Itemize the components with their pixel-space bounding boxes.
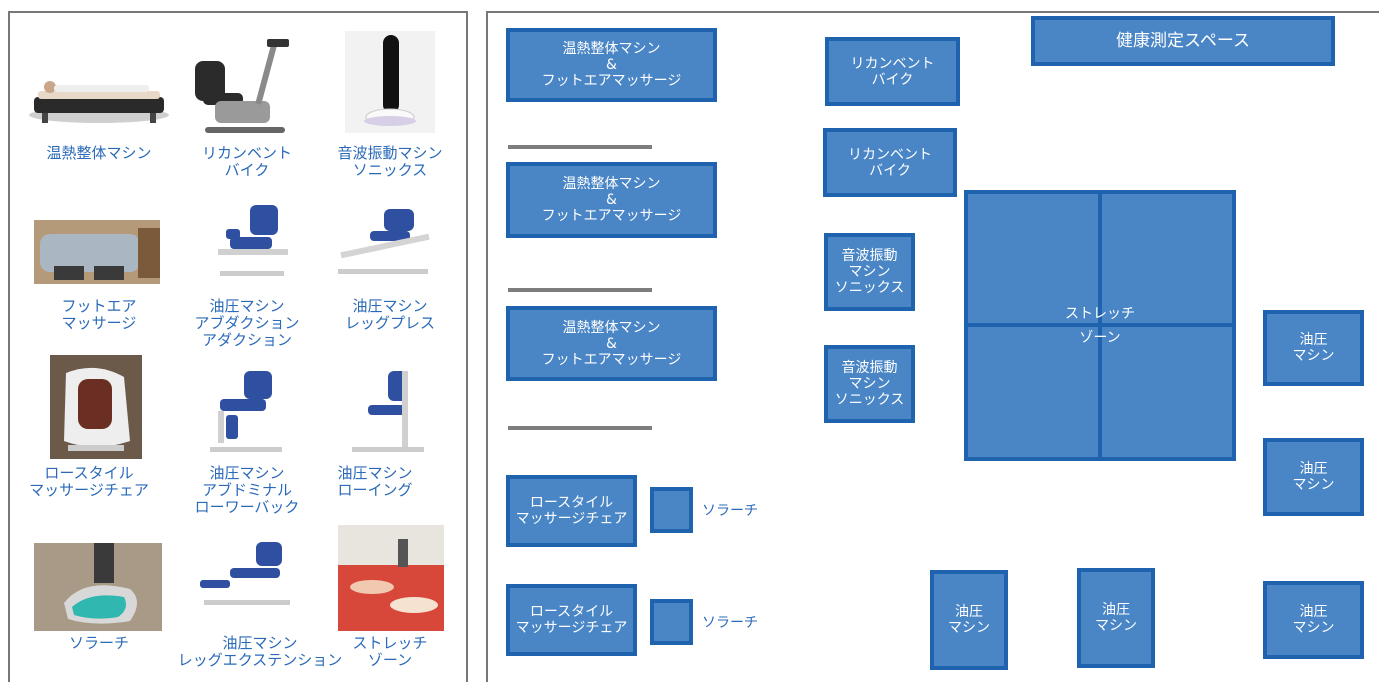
stretch-zone-label: ストレッチ ゾーン (1065, 306, 1135, 346)
solarch-box-1 (650, 487, 693, 533)
onnetsu-foot-massage-3: 温熱整体マシン & フットエアマッサージ (506, 306, 717, 381)
massage-chair-2: ロースタイル マッサージチェア (506, 584, 637, 656)
recumbent-bike-label: リカンベント バイク (201, 144, 292, 179)
sonic-vibration-machine-label: 音波振動マシン ソニックス (337, 144, 443, 179)
health-measurement-space: 健康測定スペース (1031, 16, 1335, 66)
floor-plan-panel (486, 11, 1379, 682)
leg-extension-machine-label: 油圧マシン レッグエクステンション (177, 634, 343, 669)
sonic-machine-1: 音波振動 マシン ソニックス (824, 233, 915, 311)
hydraulic-machine-2: 油圧 マシン (1263, 438, 1364, 516)
solarch-label: ソラーチ (68, 634, 129, 652)
hydraulic-machine-1: 油圧 マシン (1263, 310, 1364, 386)
rowing-machine-photo (342, 365, 434, 459)
stretch-zone-label: ストレッチ ゾーン (352, 634, 428, 669)
leg-press-machine-label: 油圧マシン レッグプレス (344, 297, 435, 332)
recumbent-bike-2: リカンベント バイク (823, 128, 957, 197)
leg-press-machine-photo (330, 203, 440, 283)
leg-extension-machine-photo (190, 538, 300, 622)
equipment-legend-panel: 温熱整体マシン リカンベント バイク 音波振動マシン ソニックス フットエア マ… (8, 11, 468, 682)
massage-chair-1: ロースタイル マッサージチェア (506, 475, 637, 547)
foot-air-massage-photo (34, 220, 160, 284)
rowing-machine-label: 油圧マシン ローイング (337, 464, 413, 499)
onnetsu-seitai-machine-label: 温熱整体マシン (46, 144, 152, 162)
recumbent-bike-1: リカンベント バイク (825, 37, 960, 106)
hydraulic-machine-5: 油圧 マシン (1077, 568, 1155, 668)
abdominal-lowerback-machine-label: 油圧マシン アブドミナル ローワーバック (194, 464, 300, 516)
onnetsu-foot-massage-1: 温熱整体マシン & フットエアマッサージ (506, 28, 717, 102)
solarch-text-2: ソラーチ (702, 615, 758, 631)
divider-line-2 (508, 288, 652, 292)
sonic-vibration-machine-photo (345, 31, 435, 133)
abduction-adduction-machine-label: 油圧マシン アブダクション アダクション (194, 297, 300, 349)
hydraulic-machine-4: 油圧 マシン (930, 570, 1008, 670)
foot-air-massage-label: フットエア マッサージ (61, 297, 137, 332)
divider-line-1 (508, 145, 652, 149)
recumbent-bike-photo (185, 31, 295, 141)
stretch-zone-horizontal-divider (966, 323, 1234, 327)
onnetsu-foot-massage-2: 温熱整体マシン & フットエアマッサージ (506, 162, 717, 238)
solarch-photo (34, 543, 162, 631)
divider-line-3 (508, 426, 652, 430)
solarch-text-1: ソラーチ (702, 503, 758, 519)
low-style-massage-chair-photo (50, 355, 142, 459)
stretch-zone-photo (338, 525, 444, 631)
sonic-machine-2: 音波振動 マシン ソニックス (824, 345, 915, 423)
onnetsu-seitai-machine-photo (24, 53, 174, 133)
hydraulic-machine-3: 油圧 マシン (1263, 581, 1364, 659)
solarch-box-2 (650, 599, 693, 645)
low-style-massage-chair-label: ロースタイル マッサージチェア (29, 464, 149, 499)
abdominal-lowerback-machine-photo (200, 365, 292, 461)
abduction-adduction-machine-photo (200, 199, 300, 289)
